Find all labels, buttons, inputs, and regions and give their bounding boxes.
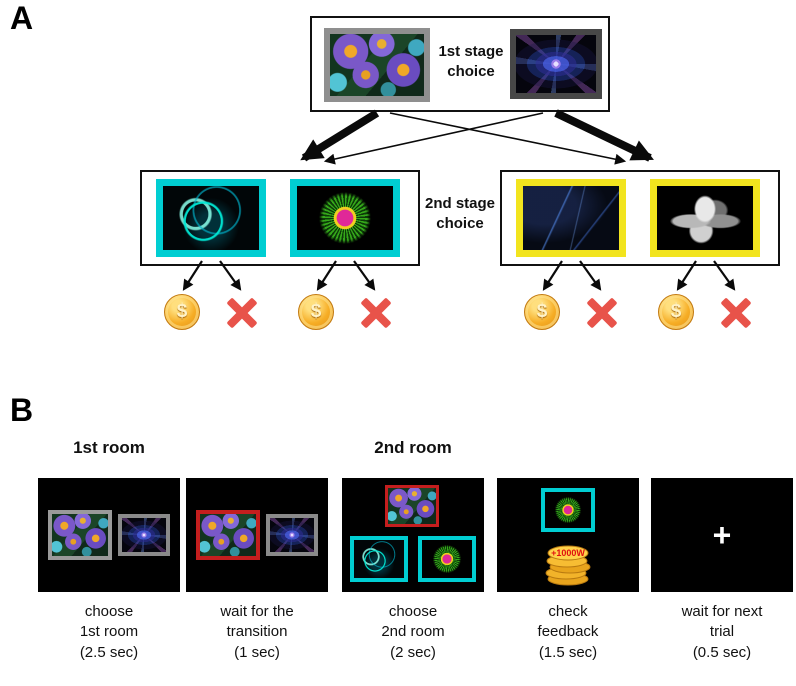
chosen-first-stage-image xyxy=(385,485,439,527)
no-reward-x-icon xyxy=(359,296,393,330)
reward-coin-icon: $ xyxy=(658,294,694,330)
caption-line: (1 sec) xyxy=(234,643,280,661)
screen-wait-transition xyxy=(186,478,328,592)
caption-screen-2: wait for the transition (1 sec) xyxy=(186,602,328,663)
caption-screen-1: choose 1st room (2.5 sec) xyxy=(38,602,180,663)
caption-line: (2.5 sec) xyxy=(79,643,139,661)
stage2-label-line1: 2nd stage xyxy=(424,195,496,212)
caption-line: 2nd room xyxy=(381,623,445,641)
reward-amount-text: +1000W xyxy=(551,548,585,558)
caption-screen-5: wait for next trial (0.5 sec) xyxy=(651,602,793,663)
reward-coin-icon: $ xyxy=(164,294,200,330)
no-reward-x-icon xyxy=(719,296,753,330)
stage1-choice-box: 1st stage choice xyxy=(310,16,610,112)
screen-choose-2nd-room xyxy=(342,478,484,592)
room2-title: 2nd room xyxy=(374,438,452,457)
panel-a-label: A xyxy=(10,0,34,36)
chosen-second-stage-image xyxy=(541,488,595,532)
caption-line: feedback xyxy=(537,623,599,641)
selected-flower-fractal-image xyxy=(196,510,260,560)
caption-line: transition xyxy=(226,623,288,641)
coin-dollar-symbol: $ xyxy=(670,301,682,322)
stage1-flower-fractal-image xyxy=(324,28,430,102)
option-flower-fractal-image xyxy=(48,510,112,560)
screen-check-feedback: +1000W xyxy=(497,478,639,592)
stage1-label-line1: 1st stage xyxy=(438,43,504,60)
no-reward-x-icon xyxy=(585,296,619,330)
caption-line: (2 sec) xyxy=(390,643,436,661)
stage2-label: 2nd stage choice xyxy=(421,194,499,235)
stage2-starburst-image xyxy=(290,179,400,257)
caption-line: 1st room xyxy=(79,623,139,641)
coin-stack-reward-icon: +1000W xyxy=(545,545,591,586)
room1-title: 1st room xyxy=(73,438,145,457)
option-kaleidoscope-image xyxy=(266,514,318,556)
option-kaleidoscope-image xyxy=(118,514,170,556)
coin-dollar-symbol: $ xyxy=(536,301,548,322)
fixation-cross: + xyxy=(712,516,732,553)
stage2-bw-flower-image xyxy=(650,179,760,257)
coin-dollar-symbol: $ xyxy=(310,301,322,322)
panel-b-label: B xyxy=(10,392,34,428)
screen-fixation: + xyxy=(651,478,793,592)
stage1-label-line2: choice xyxy=(447,63,495,81)
caption-screen-3: choose 2nd room (2 sec) xyxy=(342,602,484,663)
reward-coin-icon: $ xyxy=(524,294,560,330)
stage2-right-box xyxy=(500,170,780,266)
coin-dollar-symbol: $ xyxy=(176,301,188,322)
caption-line: check xyxy=(548,603,588,620)
stage1-label: 1st stage choice xyxy=(434,42,508,83)
stage2-left-box xyxy=(140,170,420,266)
caption-line: choose xyxy=(388,603,438,620)
caption-line: wait for the xyxy=(220,603,294,620)
stage2-teal-swirl-image xyxy=(156,179,266,257)
option-starburst-image xyxy=(418,536,476,582)
option-teal-swirl-image xyxy=(350,536,408,582)
screen-choose-1st-room xyxy=(38,478,180,592)
stage2-label-line2: choice xyxy=(436,215,484,233)
stage1-kaleidoscope-image xyxy=(510,29,602,99)
caption-line: wait for next xyxy=(681,603,763,620)
caption-line: choose xyxy=(84,603,134,620)
reward-coin-icon: $ xyxy=(298,294,334,330)
no-reward-x-icon xyxy=(225,296,259,330)
caption-line: (0.5 sec) xyxy=(692,643,752,661)
stage2-dark-lines-image xyxy=(516,179,626,257)
caption-screen-4: check feedback (1.5 sec) xyxy=(497,602,639,663)
caption-line: (1.5 sec) xyxy=(538,643,598,661)
caption-line: trial xyxy=(709,623,735,641)
